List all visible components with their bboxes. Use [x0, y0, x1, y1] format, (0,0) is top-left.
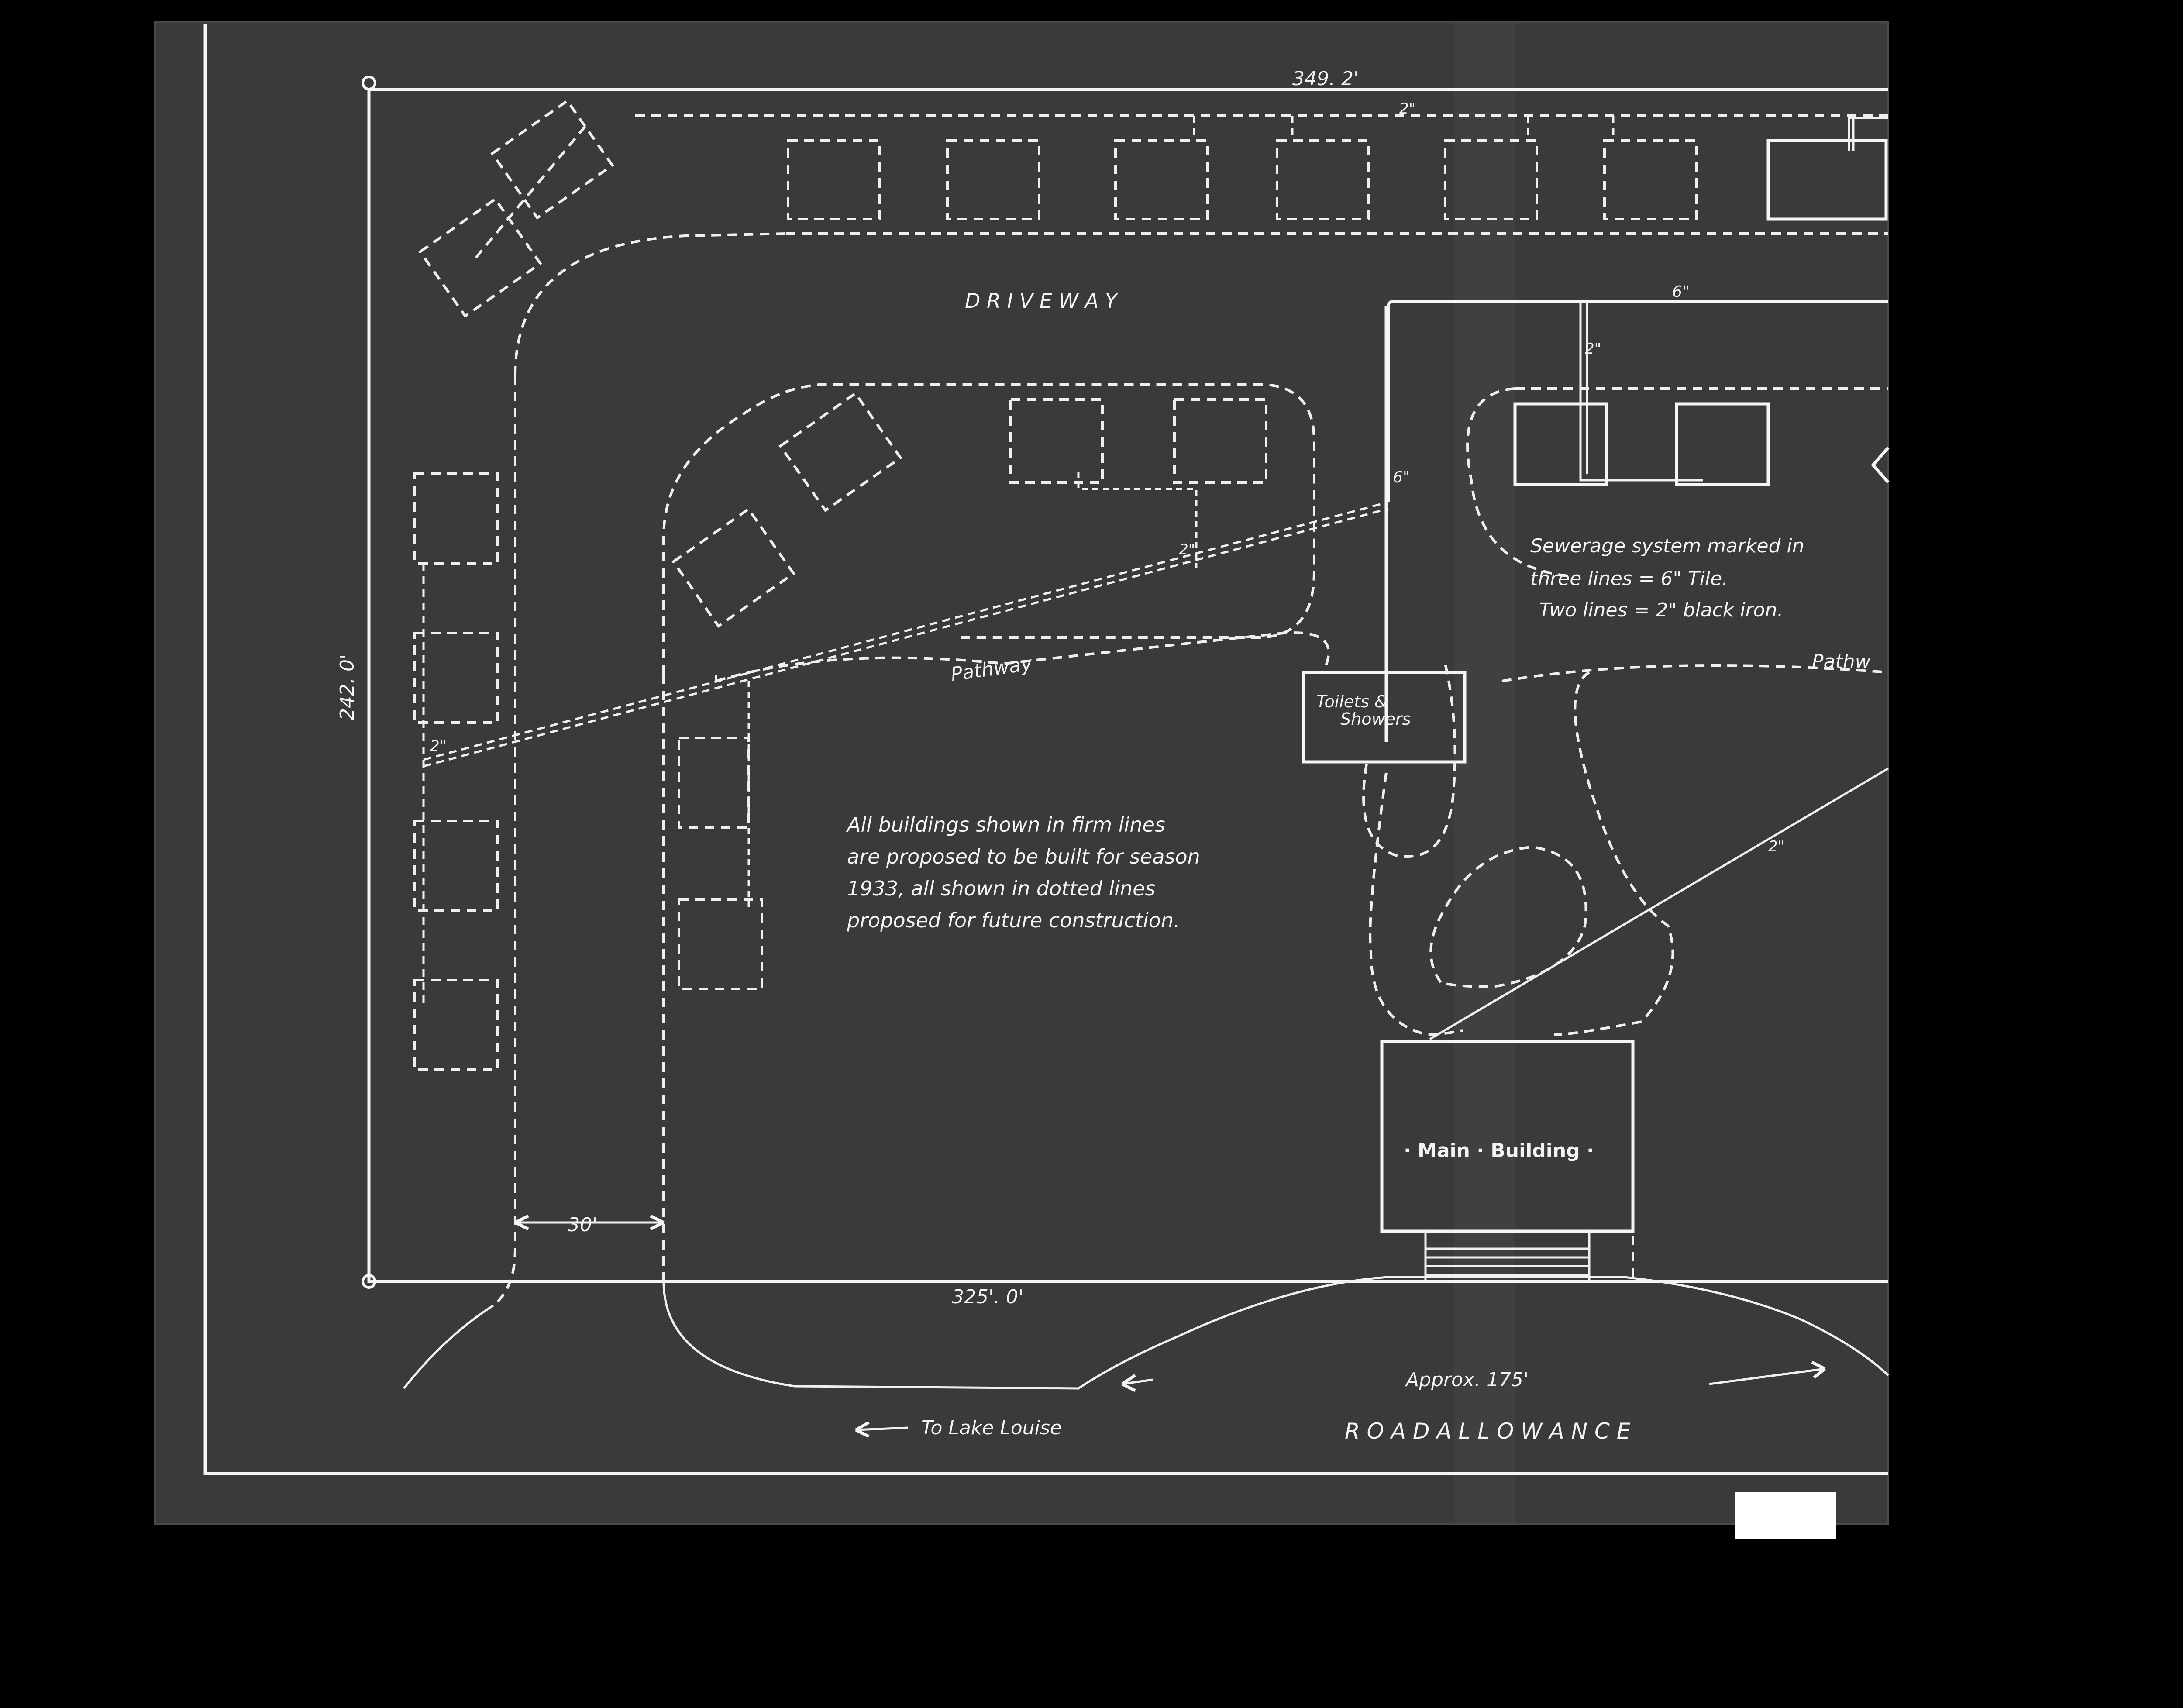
blueprint-sheet: [155, 22, 1888, 1524]
survey-marker-bottom: [362, 1274, 376, 1289]
property-line: [367, 88, 1888, 1283]
pipe-2in-left-label: 2": [430, 737, 446, 755]
cabin-inner-2: [678, 898, 763, 990]
cabin-top-6: [1603, 139, 1698, 220]
approx-distance-label: Approx. 175': [1405, 1369, 1529, 1391]
arrow-right-head: [1811, 1360, 1826, 1379]
cabin-top-5: [1444, 139, 1538, 220]
sewer-note-line2: three lines = 6" Tile.: [1530, 568, 1728, 590]
sewer-note-line1: Sewerage system marked in: [1530, 535, 1804, 557]
pathway-right-label: Pathw: [1812, 651, 1871, 673]
pipe-6in-top-label: 6": [1672, 283, 1689, 301]
building-right-2-firm: [1675, 402, 1770, 486]
road-allowance-label: R O A D A L L O W A N C E: [1345, 1419, 1631, 1444]
dimension-30ft-arrows: [514, 1214, 665, 1231]
buildings-note-line3: 1933, all shown in dotted lines: [847, 877, 1155, 900]
right-island-outline: [1466, 387, 1572, 578]
sheet-border: [203, 24, 1888, 1475]
gap-dimension-label: 30': [568, 1214, 597, 1236]
cabin-left-2: [413, 632, 499, 724]
path-loop-upper: [1362, 663, 1456, 858]
cabin-island-2: [1173, 398, 1267, 484]
sheet-edge: [154, 21, 1889, 1525]
sewer-island: [1077, 472, 1198, 568]
cabin-left-4: [413, 979, 499, 1071]
path-loop-right: [1554, 671, 1674, 1036]
cabin-island-diag-2: [671, 507, 795, 628]
cabin-inner-1: [678, 737, 750, 829]
building-right-1-firm: [1513, 402, 1608, 486]
pipe-2in-inner-label: 2": [1585, 340, 1601, 358]
pipe-6in-left-label: 6": [1393, 468, 1410, 486]
driveway-label: D R I V E W A Y: [965, 289, 1119, 313]
cabin-top-7-firm: [1766, 139, 1888, 221]
main-building: [1380, 1040, 1635, 1233]
cabin-left-3: [413, 820, 499, 912]
cabin-top-2: [946, 139, 1040, 220]
buildings-note-line1: All buildings shown in firm lines: [846, 813, 1165, 837]
main-building-steps: [1424, 1231, 1591, 1281]
road-curve-left: [403, 1304, 494, 1389]
right-edge-marker: [1871, 446, 1890, 484]
road-edge: [662, 1276, 1889, 1390]
toilets-showers-building: [1302, 671, 1467, 764]
main-building-label: · Main · Building ·: [1404, 1140, 1594, 1162]
survey-marker-top: [362, 76, 376, 90]
cabin-island-1: [1009, 398, 1104, 484]
lake-arrow-stem: [855, 1426, 909, 1431]
driveway-left-edge: [492, 375, 516, 1307]
cabin-diag-1: [490, 99, 614, 220]
cabin-top-4: [1276, 139, 1370, 220]
sewer-2in-diagonal: [1429, 767, 1889, 1040]
pathway-left: [716, 631, 1330, 682]
sewer-2in-branch: [1579, 301, 1703, 482]
side-dimension-label: 242. 0': [336, 654, 358, 720]
toilets-label-line1: Toilets &: [1316, 692, 1388, 711]
toilets-label-line2: Showers: [1340, 709, 1411, 729]
to-lake-louise-label: To Lake Louise: [921, 1417, 1062, 1439]
fold-crease: [1454, 22, 1515, 1524]
archive-tag: [1735, 1492, 1836, 1539]
cabin-left-1: [413, 472, 499, 565]
arrow-left-stem: [1122, 1378, 1153, 1385]
sewer-note-line3: Two lines = 2" black iron.: [1539, 599, 1783, 621]
buildings-note: All buildings shown in firm lines are pr…: [846, 813, 1200, 932]
pipe-2in-right-label: 2": [1768, 838, 1784, 855]
path-loop-left: [1369, 772, 1463, 1037]
buildings-note-line4: proposed for future construction.: [847, 909, 1180, 932]
arrow-left-head: [1121, 1374, 1136, 1392]
buildings-note-line2: are proposed to be built for season: [847, 845, 1200, 868]
cabin-top-3: [1114, 139, 1209, 220]
pipe-2in-top-label: 2": [1399, 100, 1415, 117]
top-dimension-label: 349. 2': [1292, 68, 1359, 90]
sewer-top-right: [1848, 116, 1888, 151]
central-island-outline: [662, 383, 1315, 675]
sewer-diagonal-dashed-b: [423, 507, 1389, 768]
cabin-top-1: [787, 139, 881, 220]
arrow-right-stem: [1709, 1367, 1825, 1385]
pipe-diag-dashed: [475, 126, 586, 258]
cabin-island-diag-1: [778, 391, 902, 513]
sewerage-note: Sewerage system marked in three lines = …: [1530, 535, 1804, 621]
sewer-diagonal-dashed-a: [423, 501, 1389, 761]
pipe-2in-mid-label: 2": [1179, 541, 1195, 558]
driveway-curve: [514, 232, 786, 376]
bottom-dimension-label: 325'. 0': [952, 1286, 1023, 1308]
sewer-6in-main: [1387, 300, 1888, 502]
lake-arrow-head: [855, 1421, 870, 1438]
cabin-diag-2: [418, 197, 542, 318]
